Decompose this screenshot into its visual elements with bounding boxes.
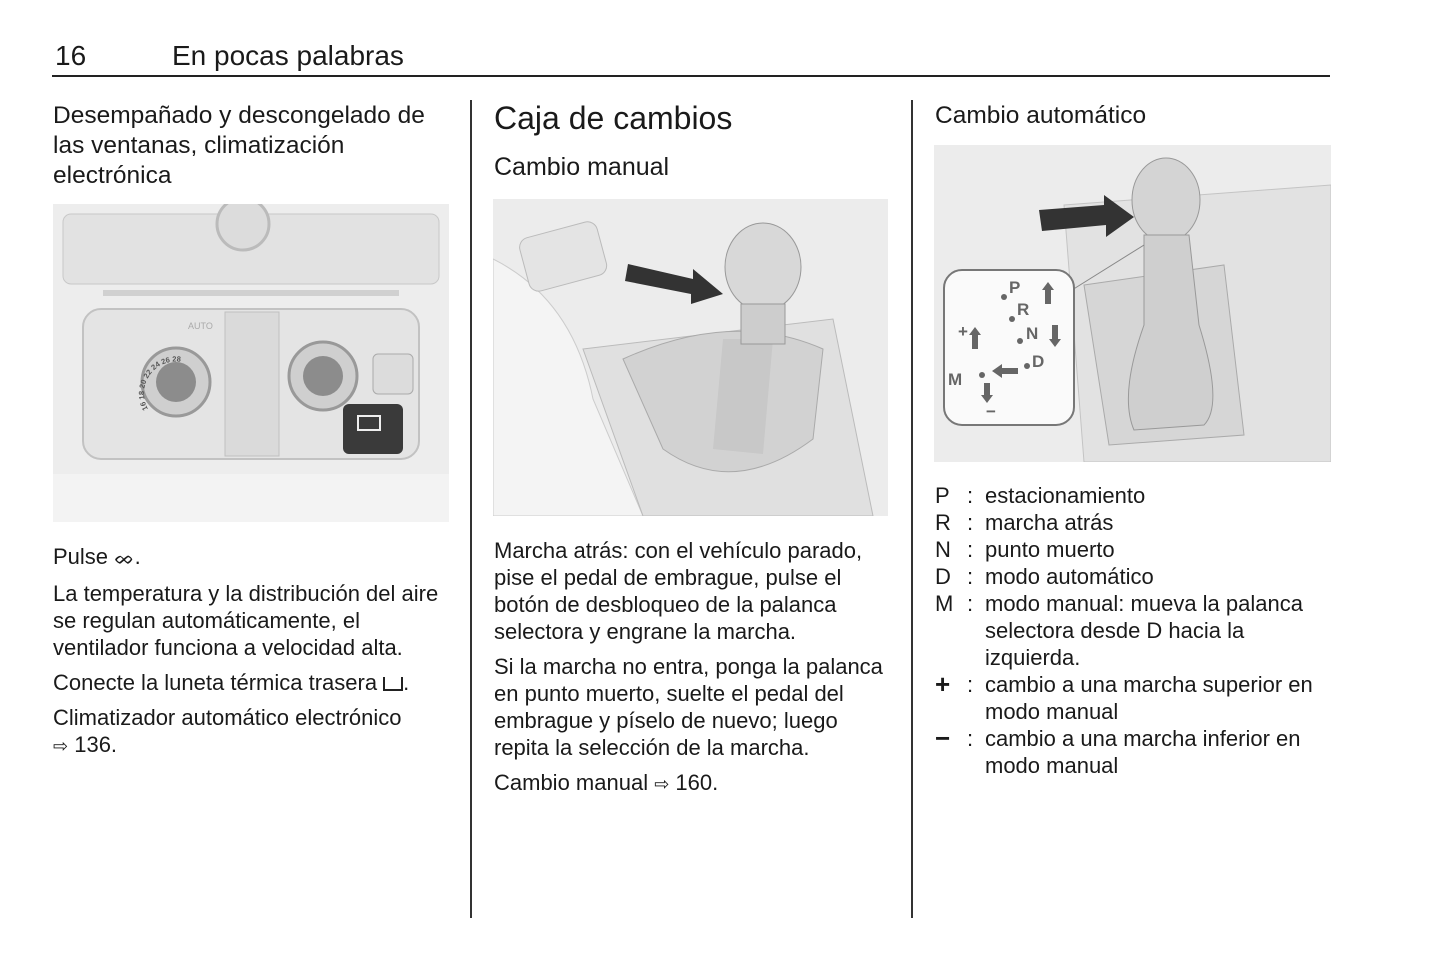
text: Climatizador automático electrónico — [53, 705, 402, 730]
legend-item-p: P:estacionamiento — [935, 482, 1335, 509]
legend-item-r: R:marcha atrás — [935, 509, 1335, 536]
legend-key: R — [935, 510, 951, 535]
text: Pulse — [53, 544, 115, 569]
diagram-label-m: M — [948, 370, 962, 389]
diagram-label-n: N — [1026, 324, 1038, 343]
legend-text: modo automático — [985, 564, 1154, 589]
page-reference-link[interactable]: 160. — [675, 770, 719, 795]
text: . — [134, 544, 141, 569]
paragraph-gear-not-engaging: Si la marcha no entra, ponga la palanca … — [494, 654, 883, 760]
page-reference-arrow-icon: ⇨ — [654, 774, 670, 794]
column-divider — [911, 100, 913, 918]
rear-window-heat-icon — [383, 677, 404, 691]
page-number: 16 — [55, 40, 87, 71]
legend-item-minus: −:cambio a una marcha inferior en modo m… — [935, 725, 1335, 779]
column-climate: Desempañado y descongelado de las ventan… — [53, 101, 453, 191]
section-title: Caja de cambios — [494, 100, 733, 136]
page-reference-link[interactable]: 136. — [74, 732, 118, 757]
gear-legend: P:estacionamiento R:marcha atrás N:punto… — [935, 482, 1335, 779]
diagram-label-r: R — [1017, 300, 1029, 319]
diagram-label-plus: + — [958, 322, 968, 341]
legend-text: modo manual: mueva la palanca selectora … — [985, 591, 1303, 670]
legend-item-m: M:modo manual: mueva la palanca selector… — [935, 590, 1335, 671]
windshield-defrost-icon: ᨖ — [114, 548, 135, 569]
legend-text: cambio a una marcha inferior en modo man… — [985, 726, 1301, 778]
legend-item-d: D:modo automático — [935, 563, 1335, 590]
paragraph-auto-regulation: La temperatura y la distribución del air… — [53, 581, 439, 660]
legend-text: cambio a una marcha superior en modo man… — [985, 672, 1313, 724]
paragraph-manual-reference: Cambio manual ⇨ 160. — [494, 769, 894, 798]
legend-key: D — [935, 564, 951, 589]
column-divider — [470, 100, 472, 918]
legend-text: marcha atrás — [985, 510, 1114, 535]
paragraph-reverse-gear: Marcha atrás: con el vehículo parado, pi… — [494, 538, 863, 644]
legend-item-n: N:punto muerto — [935, 536, 1335, 563]
paragraph-rear-window: Conecte la luneta térmica trasera . — [53, 669, 449, 696]
automatic-gearbox-illustration: P R N D M + − — [934, 145, 1331, 462]
paragraph-climate-reference: Climatizador automático electrónico ⇨ 136… — [53, 704, 449, 760]
text: Conecte la luneta térmica trasera — [53, 670, 384, 695]
legend-key: − — [935, 723, 951, 753]
diagram-label-p: P — [1009, 278, 1020, 297]
header-rule — [52, 75, 1330, 77]
section-heading: Cambio automático — [935, 102, 1147, 129]
section-heading: Desempañado y descongelado de las ventan… — [53, 102, 425, 189]
legend-text: punto muerto — [985, 537, 1115, 562]
auto-label: AUTO — [188, 321, 213, 331]
legend-text: estacionamiento — [985, 483, 1146, 508]
legend-key: + — [935, 669, 951, 699]
manual-gearbox-illustration — [493, 199, 888, 516]
legend-key: N — [935, 537, 951, 562]
climate-control-illustration: AUTO 16 18 20 22 24 26 28 — [53, 204, 449, 522]
paragraph-press-defrost: Pulse ᨖ. — [53, 543, 449, 572]
legend-item-plus: +:cambio a una marcha superior en modo m… — [935, 671, 1335, 725]
text: Cambio manual — [494, 770, 649, 795]
text: . — [403, 670, 410, 695]
diagram-label-d: D — [1032, 352, 1044, 371]
legend-key: M — [935, 591, 954, 616]
diagram-label-minus: − — [986, 402, 996, 421]
page-reference-arrow-icon: ⇨ — [53, 736, 69, 756]
running-header-title: En pocas palabras — [172, 40, 404, 71]
subsection-title: Cambio manual — [494, 153, 670, 181]
legend-key: P — [935, 483, 950, 508]
